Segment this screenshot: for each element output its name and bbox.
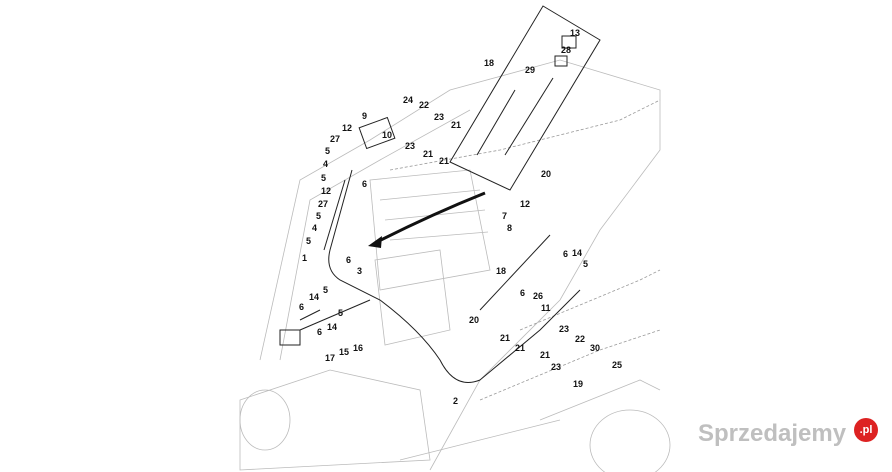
part-label: 22 — [419, 100, 429, 110]
part-label: 7 — [502, 211, 507, 221]
watermark-text: Sprzedajemy — [698, 420, 847, 447]
part-label: 27 — [330, 134, 340, 144]
part-label: 29 — [525, 65, 535, 75]
detail-inset — [449, 5, 601, 191]
part-label: 21 — [451, 120, 461, 130]
part-label: 24 — [403, 95, 413, 105]
part-label: 23 — [559, 324, 569, 334]
part-label: 23 — [434, 112, 444, 122]
part-label: 1 — [302, 253, 307, 263]
part-label: 6 — [317, 327, 322, 337]
part-label: 26 — [533, 291, 543, 301]
part-label: 17 — [325, 353, 335, 363]
part-label: 11 — [541, 303, 551, 313]
part-label: 21 — [423, 149, 433, 159]
part-label: 18 — [484, 58, 494, 68]
part-label: 5 — [321, 173, 326, 183]
part-number-labels: 13 28 18 29 24 22 9 23 12 10 21 27 23 5 … — [299, 28, 622, 406]
part-label: 12 — [321, 186, 331, 196]
part-label: 19 — [573, 379, 583, 389]
part-9-box — [358, 116, 396, 150]
arrowhead-icon — [368, 236, 382, 248]
part-label: 21 — [540, 350, 550, 360]
part-label: 20 — [541, 169, 551, 179]
part-label: 15 — [339, 347, 349, 357]
part-label: 6 — [563, 249, 568, 259]
part-label: 12 — [342, 123, 352, 133]
part-label: 5 — [316, 211, 321, 221]
part-label: 14 — [572, 248, 582, 258]
hydraulic-hoses — [279, 169, 581, 383]
part-label: 3 — [357, 266, 362, 276]
part-label: 8 — [507, 223, 512, 233]
part-label: 21 — [439, 156, 449, 166]
machine-outline — [239, 59, 671, 472]
part-label: 2 — [453, 396, 458, 406]
part-label: 13 — [570, 28, 580, 38]
part-label: 21 — [500, 333, 510, 343]
part-label: 14 — [327, 322, 337, 332]
part-label: 4 — [323, 159, 328, 169]
part-label: 28 — [561, 45, 571, 55]
part-label: 5 — [306, 236, 311, 246]
watermark-badge: .pl — [854, 418, 878, 442]
part-label: 27 — [318, 199, 328, 209]
part-label: 6 — [299, 302, 304, 312]
part-label: 12 — [520, 199, 530, 209]
part-label: 9 — [362, 111, 367, 121]
part-label: 5 — [323, 285, 328, 295]
part-label: 23 — [405, 141, 415, 151]
part-label: 5 — [338, 308, 343, 318]
part-label: 16 — [353, 343, 363, 353]
part-label: 5 — [325, 146, 330, 156]
part-label: 6 — [346, 255, 351, 265]
part-label: 23 — [551, 362, 561, 372]
part-label: 30 — [590, 343, 600, 353]
part-label: 5 — [583, 259, 588, 269]
part-label: 22 — [575, 334, 585, 344]
part-label: 4 — [312, 223, 317, 233]
part-label: 20 — [469, 315, 479, 325]
part-label: 10 — [382, 130, 392, 140]
part-label: 21 — [515, 343, 525, 353]
part-label: 6 — [362, 179, 367, 189]
part-label: 25 — [612, 360, 622, 370]
reference-arrow — [374, 191, 486, 245]
part-label: 18 — [496, 266, 506, 276]
part-label: 14 — [309, 292, 319, 302]
part-label: 6 — [520, 288, 525, 298]
